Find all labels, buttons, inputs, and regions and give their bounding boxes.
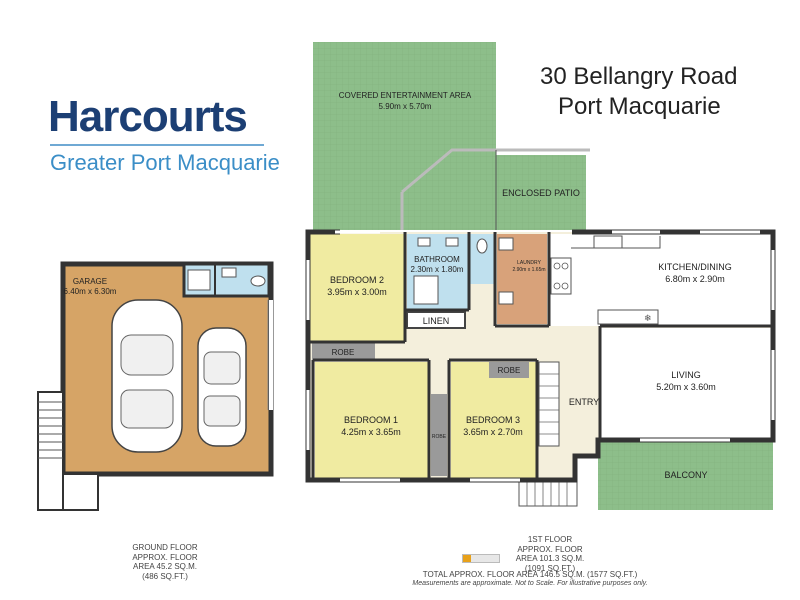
ground-floor-title: GROUND FLOOR: [132, 543, 198, 552]
kitchen-bench: [597, 309, 659, 325]
bedroom-3: [451, 362, 537, 478]
entry-label: ENTRY: [569, 397, 599, 407]
toilet-icon: [476, 238, 488, 254]
logo-wordmark: Harcourts: [48, 92, 248, 141]
car-icon: [197, 327, 247, 447]
enclosed-patio-label: ENCLOSED PATIO: [502, 188, 580, 198]
logo-divider: [50, 144, 264, 146]
first-floor-line: APPROX. FLOOR: [517, 544, 583, 554]
shower-icon: [413, 275, 439, 305]
basin-icon: [445, 237, 459, 247]
basin-icon: [221, 267, 237, 278]
first-floor-area: 1ST FLOOR APPROX. FLOOR AREA 101.3 SQ.M.…: [480, 535, 620, 573]
bedroom-1: [315, 362, 429, 478]
watermark-badge: [462, 554, 500, 563]
disclaimer: Measurements are approximate. Not to Sca…: [412, 580, 648, 587]
ground-floor-line: APPROX. FLOOR: [132, 552, 198, 562]
linen-label: LINEN: [423, 316, 450, 326]
robe-3: [489, 362, 529, 378]
first-floor-sqm: AREA 101.3 SQ.M.: [515, 554, 585, 563]
ground-floor-area: GROUND FLOOR APPROX. FLOOR AREA 45.2 SQ.…: [110, 543, 220, 581]
first-floor-sqft: (1091 SQ.FT.): [524, 563, 576, 573]
bedroom1-dims: 4.25m x 3.65m: [341, 427, 401, 437]
kitchen-dining: [549, 234, 771, 326]
bedroom-2: [310, 234, 405, 342]
bedroom1-label: BEDROOM 1: [344, 415, 398, 425]
living-label: LIVING: [671, 370, 701, 380]
ground-floor-sqm: AREA 45.2 SQ.M.: [132, 562, 198, 571]
bedroom3-dims: 3.65m x 2.70m: [463, 427, 523, 437]
property-address: 30 Bellangry Road Port Macquarie: [540, 62, 737, 122]
laundry-dims: 2.90m x 1.65m: [512, 267, 545, 273]
robe-1: [431, 394, 447, 476]
ground-floor-sqft: (486 SQ.FT.): [142, 571, 188, 581]
living-dims: 5.20m x 3.60m: [656, 382, 716, 392]
total-area: TOTAL APPROX. FLOOR AREA 146.5 SQ.M. (15…: [400, 570, 660, 588]
stove-icon: [550, 257, 572, 295]
car-icon: [111, 299, 183, 453]
total-area-text: TOTAL APPROX. FLOOR AREA 146.5 SQ.M. (15…: [422, 570, 638, 579]
robe3-label: ROBE: [498, 366, 521, 375]
bedroom3-label: BEDROOM 3: [466, 415, 520, 425]
robe1-label: ROBE: [432, 434, 447, 440]
bathroom-label: BATHROOM: [414, 255, 460, 264]
first-floor-title: 1ST FLOOR: [527, 535, 573, 544]
garage-label: GARAGE: [73, 277, 107, 286]
toilet-icon: [250, 275, 266, 287]
basin-icon: [417, 237, 431, 247]
logo-office: Greater Port Macquarie: [50, 150, 280, 175]
bedroom2-dims: 3.95m x 3.00m: [327, 287, 387, 297]
internal-stairs: [538, 361, 560, 447]
covered-ent-label: COVERED ENTERTAINMENT AREA: [339, 91, 472, 100]
cooktop-icon: ❄: [644, 313, 652, 323]
bathroom-dims: 2.30m x 1.80m: [411, 265, 464, 274]
balcony-label: BALCONY: [664, 470, 707, 480]
ground-stairs: [37, 391, 64, 511]
laundry-label: LAUNDRY: [517, 260, 541, 266]
linen-cupboard: [406, 311, 466, 329]
bedroom2-label: BEDROOM 2: [330, 275, 384, 285]
kitchen-dims: 6.80m x 2.90m: [665, 274, 725, 284]
kitchen-label: KITCHEN/DINING: [658, 262, 732, 272]
covered-ent-dims: 5.90m x 5.70m: [379, 102, 432, 111]
living-room: [600, 328, 771, 438]
shower-icon: [187, 269, 211, 291]
robe-2: [312, 342, 375, 360]
address-suburb: Port Macquarie: [558, 93, 721, 120]
garage-dims: 6.40m x 6.30m: [64, 287, 117, 296]
garage-area: [37, 261, 274, 511]
robe2-label: ROBE: [332, 348, 355, 357]
address-street: 30 Bellangry Road: [540, 63, 738, 90]
agency-logo: Harcourts Greater Port Macquarie: [30, 92, 310, 192]
